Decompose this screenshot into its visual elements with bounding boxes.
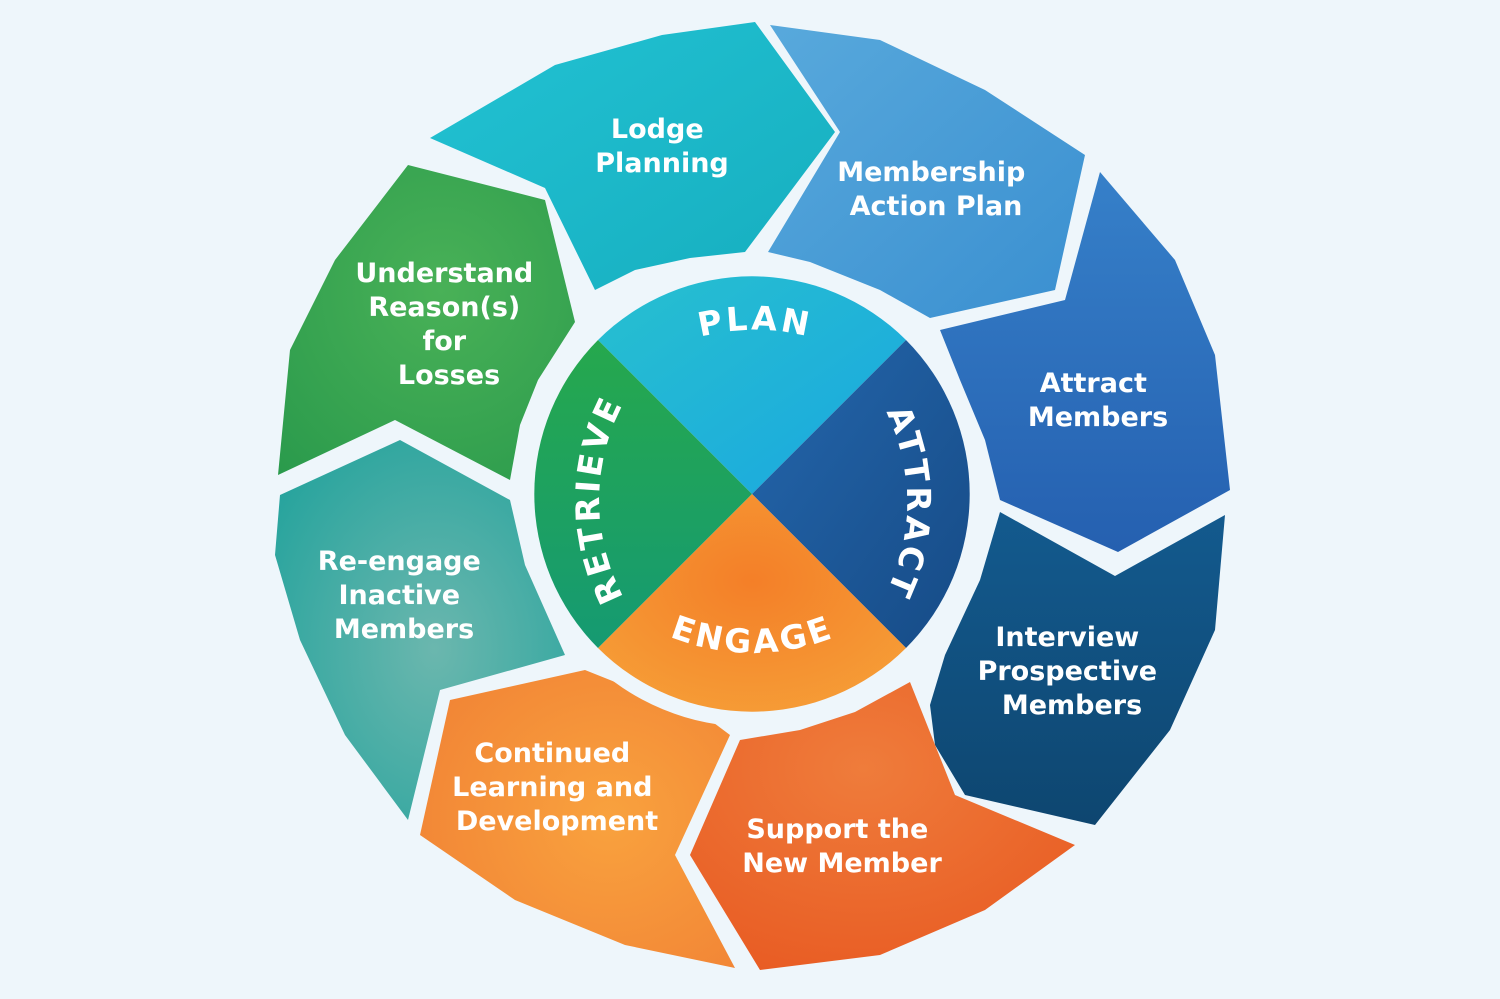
quadrant-retrieve	[534, 340, 752, 648]
segment-label-interview-prospective: Interview Prospective Members	[978, 622, 1167, 721]
quadrant-engage	[598, 494, 906, 712]
segment-attract-members	[940, 172, 1230, 552]
segment-label-lodge-planning: Lodge Planning	[595, 114, 729, 179]
segment-label-continued-learning: Continued Learning and Development	[452, 738, 662, 837]
segment-membership-action-plan	[768, 25, 1085, 318]
segment-lodge-planning	[430, 22, 835, 290]
segment-support-new-member	[690, 682, 1075, 970]
core-circle	[519, 261, 985, 727]
segment-continued-learning	[420, 670, 735, 968]
segment-understand-reasons	[278, 165, 575, 480]
segment-label-understand-reasons: Understand Reason(s) for Losses	[355, 258, 542, 391]
segment-label-membership-action-plan: Membership Action Plan	[837, 157, 1035, 222]
segment-interview-prospective	[930, 512, 1225, 825]
quadrant-plan	[598, 276, 906, 494]
segment-reengage-inactive	[275, 440, 565, 820]
core-label-plan: PLAN	[694, 298, 815, 344]
segment-label-attract-members: Attract Members	[1028, 368, 1168, 433]
segment-label-support-new-member: Support the New Member	[742, 814, 942, 879]
quadrant-attract	[752, 340, 970, 648]
segment-label-reengage-inactive: Re-engage Inactive Members	[318, 546, 490, 645]
